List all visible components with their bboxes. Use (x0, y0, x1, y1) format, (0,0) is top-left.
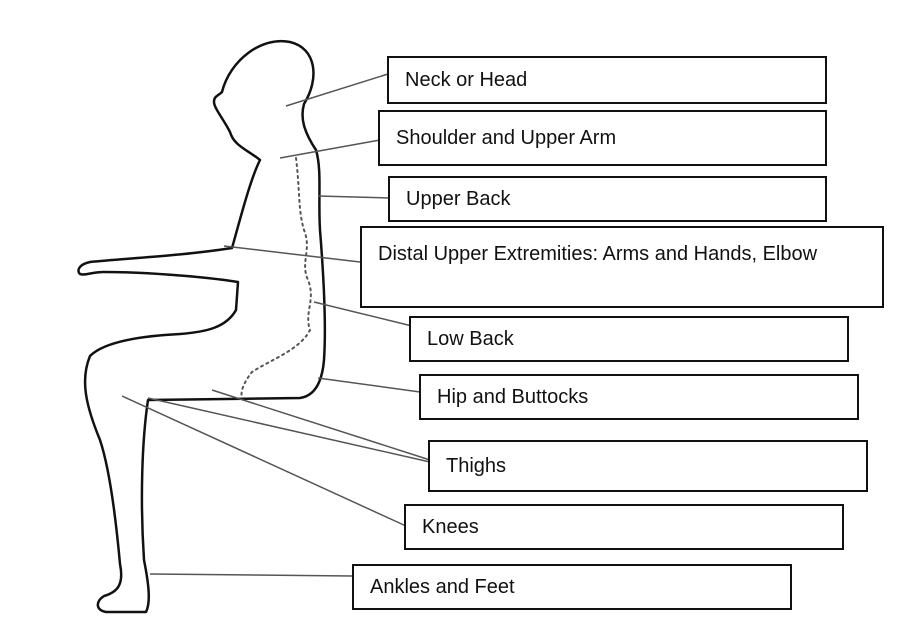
label-hip-buttocks: Hip and Buttocks (419, 374, 859, 420)
label-text: Low Back (427, 325, 514, 353)
leader-ankles (150, 574, 352, 576)
leader-shoulder (280, 140, 380, 158)
label-text: Knees (422, 513, 479, 541)
spine-dotted-line (241, 158, 310, 398)
label-knees: Knees (404, 504, 844, 550)
body-outline (78, 41, 324, 612)
label-ankles-feet: Ankles and Feet (352, 564, 792, 610)
label-text: Neck or Head (405, 66, 527, 94)
leader-hip (318, 378, 420, 392)
label-text: Ankles and Feet (370, 573, 515, 601)
label-text: Hip and Buttocks (437, 383, 588, 411)
leader-thighs-b (148, 398, 430, 462)
leader-upper-back (318, 196, 390, 198)
label-text: Shoulder and Upper Arm (396, 124, 616, 152)
label-upper-back: Upper Back (388, 176, 827, 222)
label-neck-head: Neck or Head (387, 56, 827, 104)
label-low-back: Low Back (409, 316, 849, 362)
leader-distal-upper (224, 246, 360, 262)
leader-thighs-a (212, 390, 430, 460)
leader-knees (122, 396, 406, 526)
label-distal-upper-extremities: Distal Upper Extremities: Arms and Hands… (360, 226, 884, 308)
label-thighs: Thighs (428, 440, 868, 492)
label-text: Thighs (446, 452, 506, 480)
label-shoulder-upper-arm: Shoulder and Upper Arm (378, 110, 827, 166)
label-text: Distal Upper Extremities: Arms and Hands… (378, 240, 817, 268)
label-text: Upper Back (406, 185, 511, 213)
leader-neck-head (286, 74, 388, 106)
